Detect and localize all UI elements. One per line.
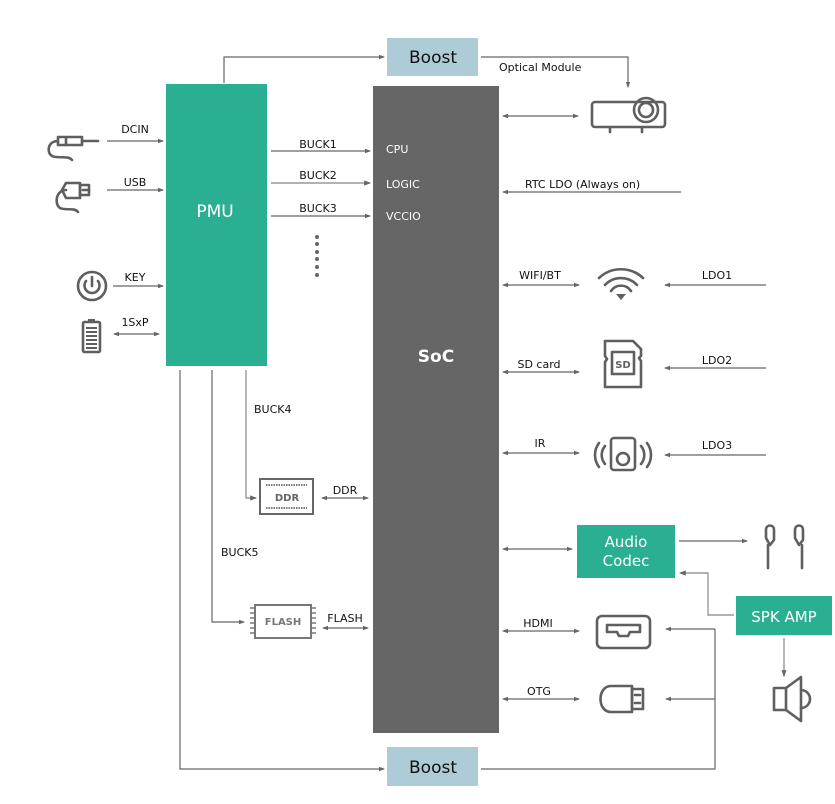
soc-block: [373, 86, 499, 733]
pmu-to-boost-top-line: [223, 54, 385, 83]
boost-top-label: Boost: [409, 48, 457, 68]
buck4-line: [245, 370, 258, 501]
flash-chip-label: FLASH: [265, 617, 302, 628]
optical-module-label: Optical Module: [499, 61, 582, 74]
usb-stick-icon: [599, 684, 645, 714]
power-button-icon: [76, 270, 108, 302]
spk-amp-to-codec-line: [678, 570, 734, 616]
soc-rail-cpu: CPU: [386, 143, 408, 156]
soc-rail-logic: LOGIC: [386, 178, 420, 191]
key-label: KEY: [125, 271, 146, 284]
boost-bottom-block: [387, 747, 478, 786]
rtc-ldo-label: RTC LDO (Always on): [525, 178, 640, 191]
sd-card-icon-text: SD: [615, 360, 631, 371]
sd-card-icon: SD: [603, 339, 643, 389]
ddr-link-label: DDR: [333, 484, 358, 497]
buck2-label: BUCK2: [299, 169, 337, 182]
ddr-chip-label: DDR: [275, 493, 300, 504]
pmu-to-boost-bottom-line: [179, 370, 385, 772]
pmu-label: PMU: [196, 202, 233, 222]
boost-bottom-label: Boost: [409, 758, 457, 778]
dcin-label: DCIN: [121, 123, 149, 136]
audio-codec-label-line1: Audio: [605, 533, 648, 551]
flash-link-label: FLASH: [327, 612, 363, 625]
battery-label: 1SxP: [121, 316, 148, 329]
ldo3-label: LDO3: [702, 439, 732, 452]
ldo2-label: LDO2: [702, 354, 732, 367]
battery-icon: [81, 319, 102, 354]
spk-amp-label: SPK AMP: [751, 608, 816, 626]
buck5-label: BUCK5: [221, 546, 259, 559]
boost-to-projector-line: [481, 56, 631, 88]
ir-receiver-icon: [593, 436, 653, 472]
buck5-line: [211, 370, 245, 625]
ldo1-label: LDO1: [702, 269, 732, 282]
wifi-icon: [597, 268, 645, 300]
spk-amp-block: [736, 596, 832, 635]
ddr-chip-icon: [259, 478, 314, 515]
buck1-label: BUCK1: [299, 138, 337, 151]
otg-label: OTG: [527, 685, 551, 698]
ir-label: IR: [535, 437, 546, 450]
hdmi-label: HDMI: [523, 617, 552, 630]
usb-label: USB: [124, 176, 147, 189]
hdmi-port-icon: [595, 614, 652, 650]
earphones-icon: [764, 524, 805, 570]
audio-codec-block: [577, 525, 675, 578]
pmu-block: [166, 84, 267, 366]
more-rails-ellipsis: [315, 235, 319, 277]
speaker-icon: [772, 675, 812, 723]
flash-chip-icon: [250, 604, 316, 639]
wifi-label: WIFI/BT: [519, 269, 561, 282]
boost-top-block: [387, 38, 478, 76]
projector-icon: [590, 96, 667, 134]
soc-label: SoC: [418, 347, 454, 367]
dc-jack-icon: [47, 135, 100, 162]
boost-bottom-bus-line: [481, 629, 716, 770]
audio-codec-label-line2: Codec: [603, 552, 650, 570]
soc-rail-vccio: VCCIO: [386, 210, 421, 223]
usb-cable-icon: [55, 181, 91, 214]
buck4-label: BUCK4: [254, 403, 292, 416]
buck3-label: BUCK3: [299, 202, 337, 215]
sd-label: SD card: [517, 358, 560, 371]
